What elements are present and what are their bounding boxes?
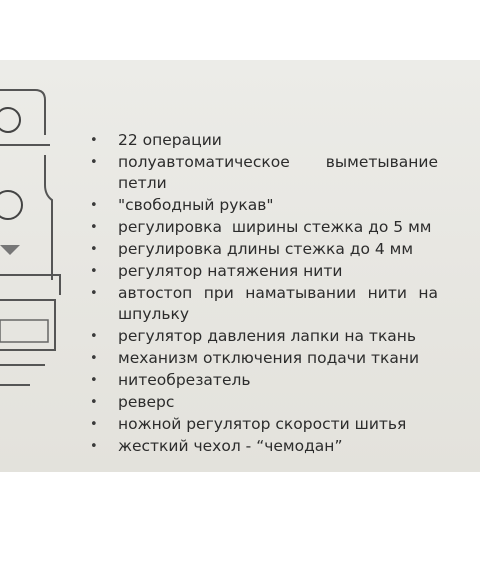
list-item: ножной регулятор скорости шитья	[88, 414, 438, 435]
sewing-machine-drawing	[0, 89, 61, 386]
feature-list: 22 операции полуавтоматическое выметыван…	[88, 130, 438, 458]
list-item: полуавтоматическое выметывание петли	[88, 152, 438, 194]
list-item: "свободный рукав"	[88, 195, 438, 216]
list-item: реверс	[88, 392, 438, 413]
list-item: регулятор давления лапки на ткань	[88, 326, 438, 347]
list-item: нитеобрезатель	[88, 370, 438, 391]
photo-area: 22 операции полуавтоматическое выметыван…	[0, 60, 480, 472]
list-item: регулятор натяжения нити	[88, 261, 438, 282]
list-item: регулировка длины стежка до 4 мм	[88, 239, 438, 260]
list-item: механизм отключения подачи ткани	[88, 348, 438, 369]
list-item: регулировка ширины стежка до 5 мм	[88, 217, 438, 238]
list-item: автостоп при наматывании нити на шпульку	[88, 283, 438, 325]
list-item: 22 операции	[88, 130, 438, 151]
list-item: жесткий чехол - “чемодан”	[88, 436, 438, 457]
